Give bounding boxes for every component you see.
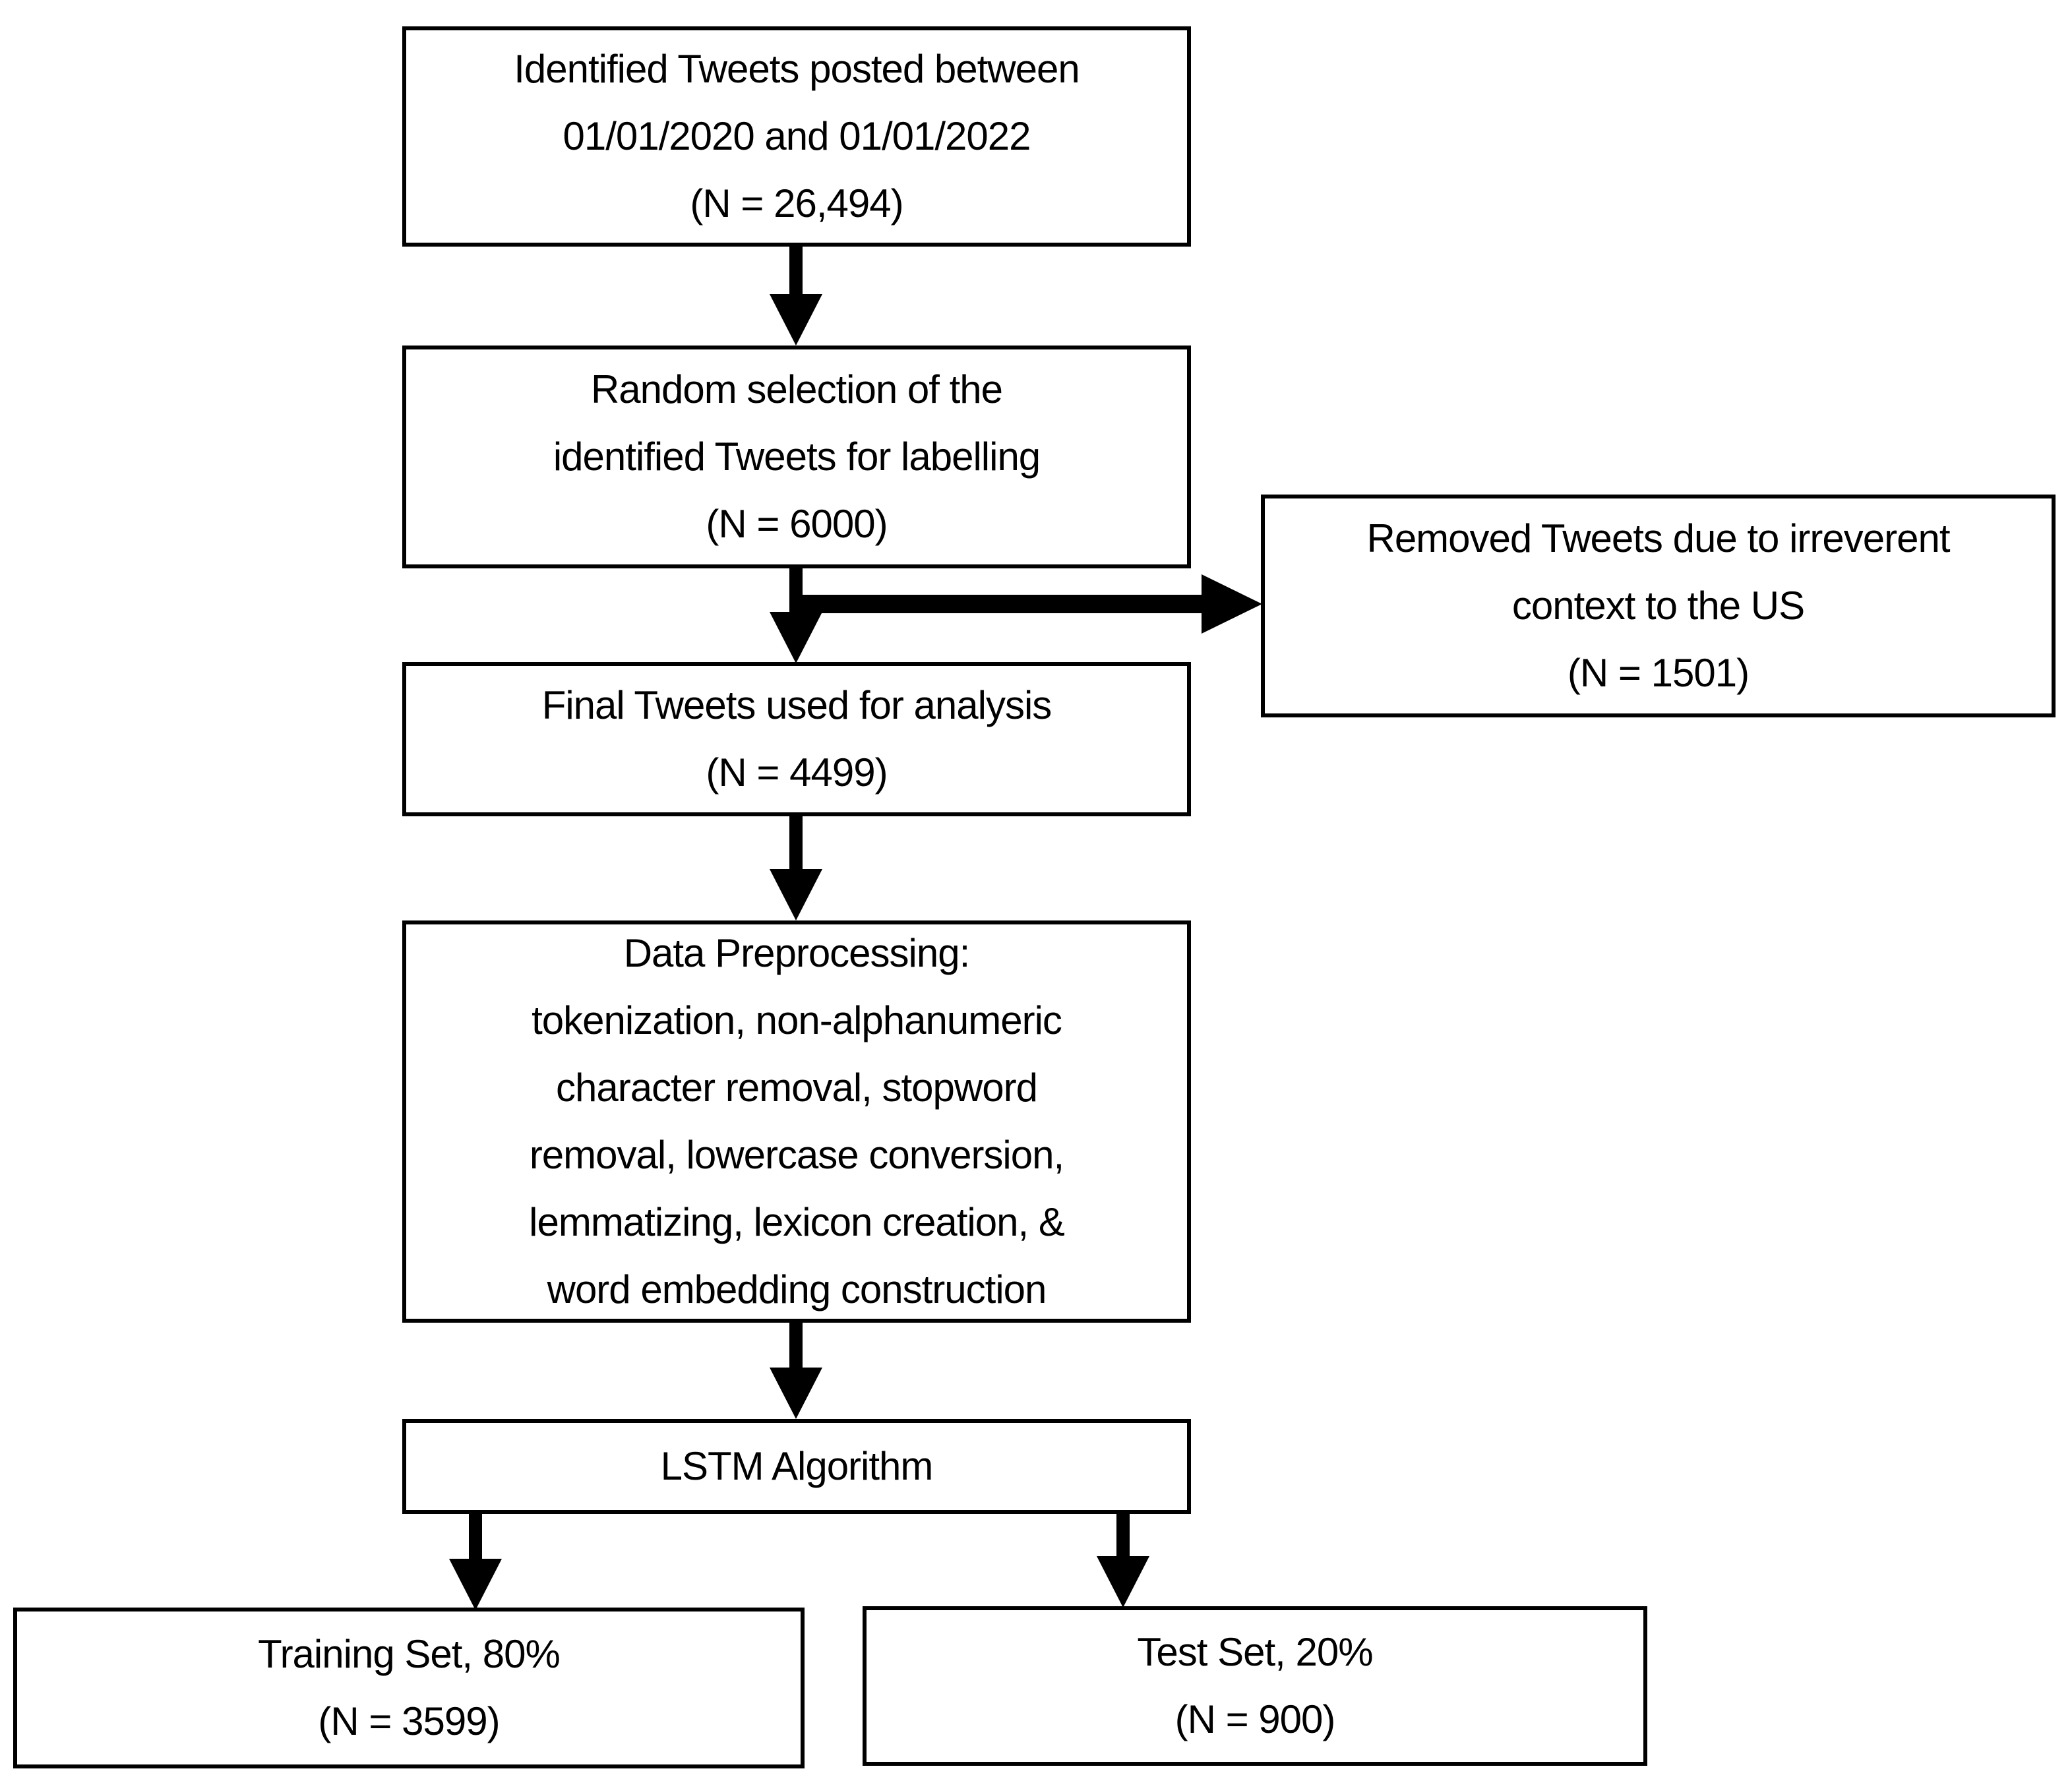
node-identified-tweets: Identified Tweets posted between 01/01/2… [402,26,1191,247]
node-text-line: (N = 900) [1174,1697,1336,1741]
arrow-lstm-to-test [1116,1514,1130,1560]
node-test-set: Test Set, 20% (N = 900) [863,1606,1647,1766]
arrowhead-down-icon [449,1559,502,1610]
node-lstm-algorithm: LSTM Algorithm [402,1419,1191,1514]
node-text-line: LSTM Algorithm [660,1444,934,1488]
node-text-line: removal, lowercase conversion, [529,1133,1064,1177]
node-data-preprocessing: Data Preprocessing: tokenization, non-al… [402,920,1191,1323]
node-text-line: Test Set, 20% [1137,1630,1373,1674]
node-text-line: (N = 3599) [318,1699,500,1743]
arrowhead-down-icon [770,1368,822,1419]
arrow-branch-to-removed [796,595,1203,613]
arrow-identified-to-random [789,247,803,297]
arrowhead-right-icon [1202,574,1262,634]
node-text-line: lemmatizing, lexicon creation, & [529,1200,1065,1244]
node-text-line: (N = 1501) [1567,651,1750,695]
node-text-line: (N = 4499) [706,750,888,795]
node-text-line: tokenization, non-alphanumeric [532,998,1062,1042]
node-text-line: Identified Tweets posted between [514,47,1080,91]
node-text-line: 01/01/2020 and 01/01/2022 [563,114,1031,158]
arrow-lstm-to-training [469,1514,482,1563]
node-text-line: (N = 6000) [706,502,888,546]
node-final-tweets: Final Tweets used for analysis (N = 4499… [402,662,1191,816]
node-random-selection: Random selection of the identified Tweet… [402,346,1191,568]
arrow-preprocessing-to-lstm [789,1323,803,1370]
arrowhead-down-icon [1097,1556,1149,1608]
node-text-line: identified Tweets for labelling [553,435,1041,479]
node-text-line: character removal, stopword [556,1066,1038,1110]
node-text-line: Final Tweets used for analysis [541,683,1052,727]
node-training-set: Training Set, 80% (N = 3599) [13,1608,805,1768]
arrowhead-down-icon [770,294,822,346]
node-text-line: (N = 26,494) [690,181,903,226]
node-text-line: Data Preprocessing: [623,931,971,975]
arrowhead-down-icon [770,612,822,663]
node-removed-tweets: Removed Tweets due to irreverent context… [1261,495,2056,717]
node-text-line: Removed Tweets due to irreverent [1366,516,1950,560]
node-text-line: context to the US [1511,584,1805,628]
arrow-final-to-preprocessing [789,816,803,870]
node-text-line: Training Set, 80% [258,1632,561,1676]
node-text-line: word embedding construction [547,1267,1047,1311]
node-text-line: Random selection of the [590,367,1003,411]
arrowhead-down-icon [770,869,822,920]
